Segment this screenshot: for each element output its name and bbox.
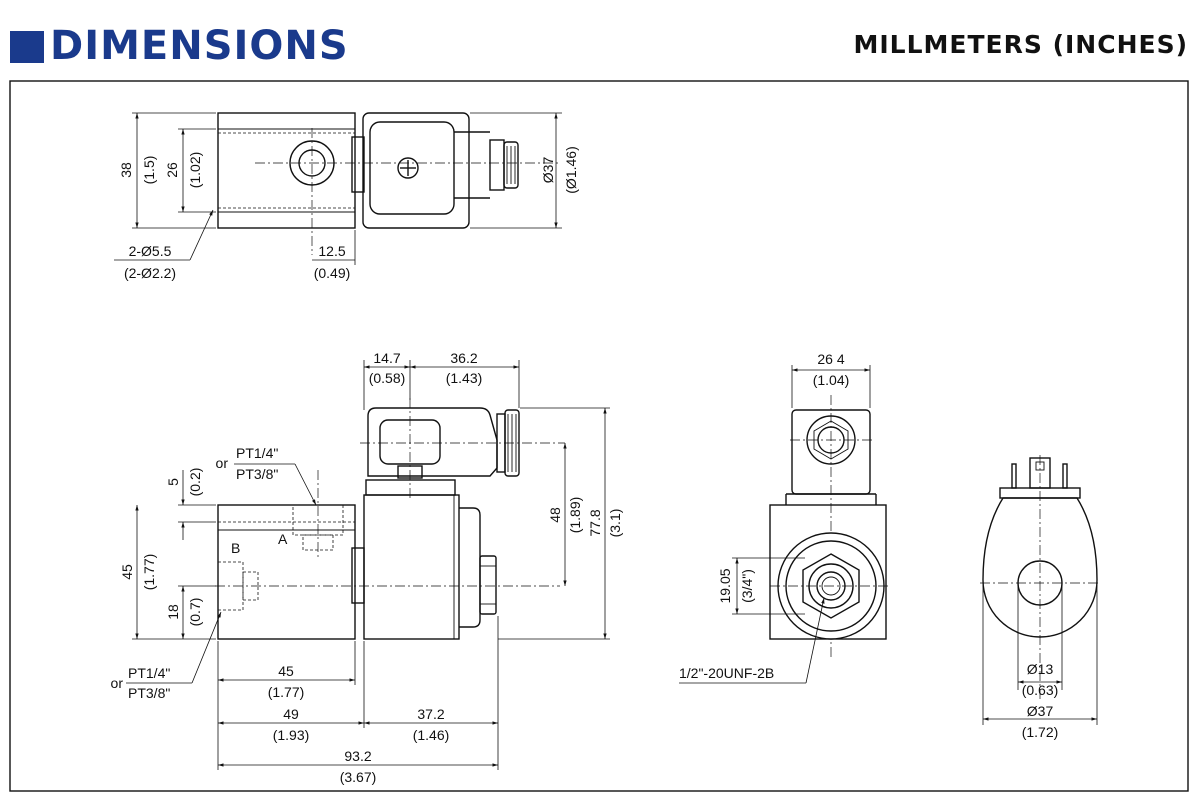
body-length-in: (1.77) <box>268 684 305 700</box>
top-port-offset-in: (0.49) <box>314 265 351 281</box>
units-label: MILLMETERS (INCHES) <box>853 30 1188 59</box>
to-coil-in: (1.93) <box>273 727 310 743</box>
bottom-port-pt14: PT1/4" <box>128 665 170 681</box>
connector-length-mm: 36.2 <box>450 350 477 366</box>
side-hex-in: (3/4") <box>739 569 755 603</box>
top-port-depth-mm: 5 <box>165 478 181 486</box>
side-hex-mm: 19.05 <box>717 568 733 603</box>
side-connector-width-in: (1.04) <box>813 372 850 388</box>
port-a-label: A <box>278 531 288 547</box>
top-port-offset-mm: 12.5 <box>318 243 345 259</box>
connector-offset-mm: 14.7 <box>373 350 400 366</box>
top-holes-mm: 2-Ø5.5 <box>129 243 172 259</box>
body-height-in: (1.77) <box>141 554 157 591</box>
coil-outer-mm: Ø37 <box>1027 703 1054 719</box>
top-hole-spacing-in: (1.02) <box>187 152 203 189</box>
overall-length-mm: 93.2 <box>344 748 371 764</box>
total-height-in: (3.1) <box>607 509 623 538</box>
coil-bore-mm: Ø13 <box>1027 661 1054 677</box>
top-view: 38 (1.5) 26 (1.02) Ø37 (Ø1.46) 2-Ø5.5 (2… <box>114 112 579 281</box>
coil-bore-in: (0.63) <box>1022 682 1059 698</box>
body-height-mm: 45 <box>119 564 135 580</box>
coil-end-view: Ø13 (0.63) Ø37 (1.72) <box>980 455 1100 740</box>
center-height-mm: 48 <box>547 507 563 523</box>
total-height-mm: 77.8 <box>587 509 603 536</box>
port-b-height-in: (0.7) <box>187 598 203 627</box>
overall-length-in: (3.67) <box>340 769 377 785</box>
header-accent-square <box>10 31 44 63</box>
side-connector-width-mm: 26 4 <box>817 351 844 367</box>
side-thread: 1/2"-20UNF-2B <box>679 665 774 681</box>
top-height-in: (1.5) <box>141 156 157 185</box>
top-port-pt38: PT3/8" <box>236 466 278 482</box>
page-title: DIMENSIONS <box>50 23 349 69</box>
drawing-frame <box>9 80 1189 792</box>
top-height-mm: 38 <box>118 162 134 178</box>
body-length-mm: 45 <box>278 663 294 679</box>
top-port-depth-in: (0.2) <box>187 468 203 497</box>
top-port-or: or <box>216 455 229 471</box>
center-height-in: (1.89) <box>567 497 583 534</box>
bottom-port-pt38: PT3/8" <box>128 685 170 701</box>
top-coil-dia-mm: Ø37 <box>540 157 556 184</box>
top-port-pt14: PT1/4" <box>236 445 278 461</box>
bottom-port-or: or <box>111 675 124 691</box>
connector-offset-in: (0.58) <box>369 370 406 386</box>
port-b-height-mm: 18 <box>165 604 181 620</box>
top-coil-dia-in: (Ø1.46) <box>563 146 579 193</box>
front-view: A B 14.7 (0.58) 36.2 (1.43) <box>111 350 623 785</box>
coil-length-mm: 37.2 <box>417 706 444 722</box>
side-view: 26 4 (1.04) 19.05 (3/4") 1/2"-20UNF-2B <box>679 351 890 684</box>
top-holes-in: (2-Ø2.2) <box>124 265 176 281</box>
port-b-label: B <box>231 540 240 556</box>
top-hole-spacing-mm: 26 <box>164 162 180 178</box>
coil-outer-in: (1.72) <box>1022 724 1059 740</box>
to-coil-mm: 49 <box>283 706 299 722</box>
coil-length-in: (1.46) <box>413 727 450 743</box>
connector-length-in: (1.43) <box>446 370 483 386</box>
